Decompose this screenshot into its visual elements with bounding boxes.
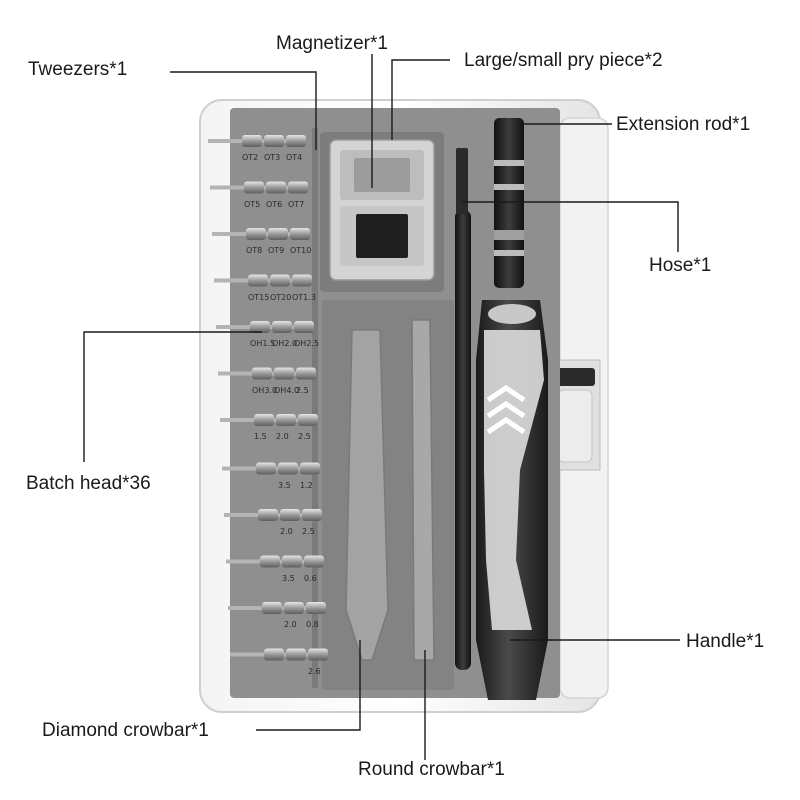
callout-tweezers: Tweezers*1 — [28, 59, 128, 80]
bit-label: 0.8 — [306, 620, 319, 629]
bit-label: 2.5 — [302, 527, 315, 536]
bit-label: OH2.0 — [272, 339, 298, 348]
callout-diamond-crowbar: Diamond crowbar*1 — [42, 720, 209, 741]
bit-label: OT6 — [266, 199, 283, 209]
bit-label: 2.0 — [284, 620, 297, 629]
bit-label: OT3 — [264, 153, 281, 162]
bit-label: 3.5 — [282, 573, 295, 583]
round-crowbar — [411, 319, 435, 661]
screwdriver-handle — [476, 300, 548, 700]
callout-pry-piece: Large/small pry piece*2 — [464, 50, 663, 71]
bit-label: 3.5 — [278, 480, 291, 490]
leader-tweezers — [170, 71, 317, 150]
bit-11-0 — [230, 648, 284, 661]
bit-label: 1.5 — [254, 432, 267, 441]
bit-1-0 — [210, 181, 264, 194]
leader-hose — [462, 201, 679, 252]
bit-label: 2.0 — [280, 527, 293, 536]
bit-label: 2.5 — [296, 385, 309, 395]
bit-label: OT5 — [244, 199, 261, 209]
extension-rod — [494, 118, 524, 288]
bit-label: 0.6 — [304, 573, 317, 583]
leader-lines — [83, 54, 680, 760]
bit-0-0 — [208, 135, 262, 147]
leader-batch-head — [83, 331, 262, 462]
callout-extension-rod: Extension rod*1 — [616, 114, 751, 135]
bit-8-0 — [224, 509, 278, 521]
bit-label: OT4 — [286, 153, 303, 162]
callout-batch-head: Batch head*36 — [26, 473, 151, 494]
bit-label: OT7 — [288, 199, 305, 209]
callout-handle: Handle*1 — [686, 631, 765, 652]
bit-label: 2.0 — [276, 432, 289, 441]
magnetizer — [329, 139, 435, 281]
bit-4-0 — [216, 321, 270, 333]
bit-label: OH1.5 — [250, 339, 276, 348]
bit-3-0 — [214, 274, 268, 287]
bit-9-0 — [226, 555, 280, 568]
bit-label: OH2.5 — [294, 339, 320, 348]
bit-7-0 — [222, 462, 276, 475]
bit-rack — [208, 135, 328, 661]
bit-label: OT2 — [242, 153, 259, 162]
bit-label: OT8 — [246, 246, 263, 255]
callout-hose: Hose*1 — [649, 255, 712, 276]
bit-10-0 — [228, 602, 282, 614]
bit-label: OT1.3 — [292, 292, 316, 302]
bit-label: 1.2 — [300, 480, 313, 490]
diamond-crowbar — [345, 329, 389, 661]
bit-label: OH4.0 — [274, 385, 300, 395]
leader-pry-piece — [391, 59, 450, 140]
bit-5-0 — [218, 367, 272, 380]
callout-magnetizer: Magnetizer*1 — [276, 33, 388, 54]
hose — [455, 148, 471, 670]
bit-label: 2.5 — [298, 432, 311, 441]
bit-label: 2.6 — [308, 666, 321, 676]
bit-2-0 — [212, 228, 266, 240]
bit-6-0 — [220, 414, 274, 426]
bit-label: OT10 — [290, 246, 312, 255]
leader-diamond-crowbar — [256, 640, 361, 731]
bit-label: OT15 — [248, 292, 270, 302]
bit-label: OH3.0 — [252, 385, 278, 395]
bit-label: OT9 — [268, 246, 285, 255]
bit-label: OT20 — [270, 292, 292, 302]
callout-round-crowbar: Round crowbar*1 — [358, 759, 505, 780]
